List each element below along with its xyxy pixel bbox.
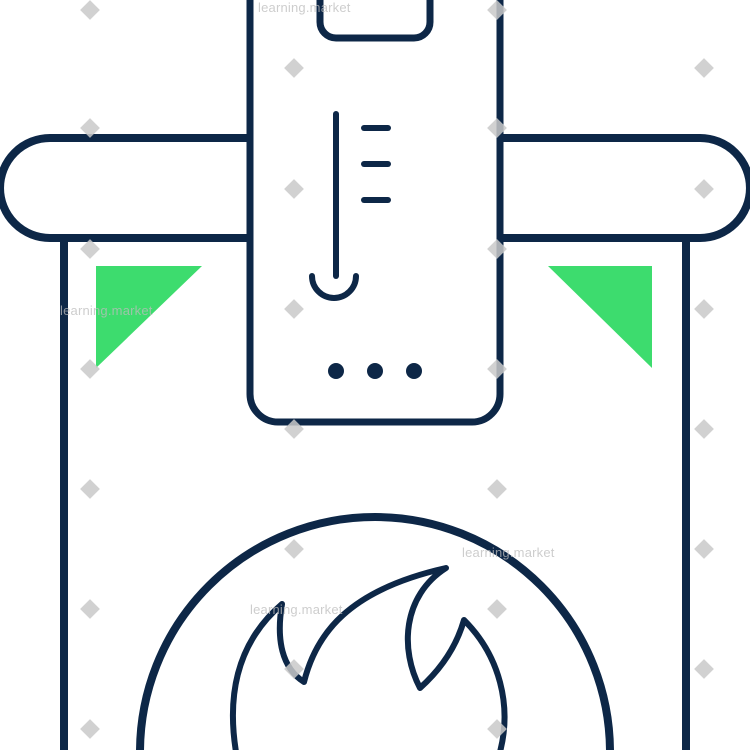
watermark-text: learning.market [60, 303, 153, 318]
accent-triangle-left [96, 266, 202, 368]
phone-dots [328, 363, 422, 379]
phone-icon [246, 0, 504, 426]
dot-3 [406, 363, 422, 379]
dot-1 [328, 363, 344, 379]
watermark-text: learning.market [250, 602, 343, 617]
thermometer-icon [309, 111, 391, 301]
accent-triangle-right [548, 266, 652, 368]
phone-body [246, 0, 504, 426]
phone-notch [316, 0, 434, 42]
watermark-text: learning.market [462, 545, 555, 560]
flame-icon [229, 565, 508, 750]
dot-2 [367, 363, 383, 379]
watermark-text: learning.market [258, 0, 351, 15]
firebox-arch [136, 513, 614, 750]
